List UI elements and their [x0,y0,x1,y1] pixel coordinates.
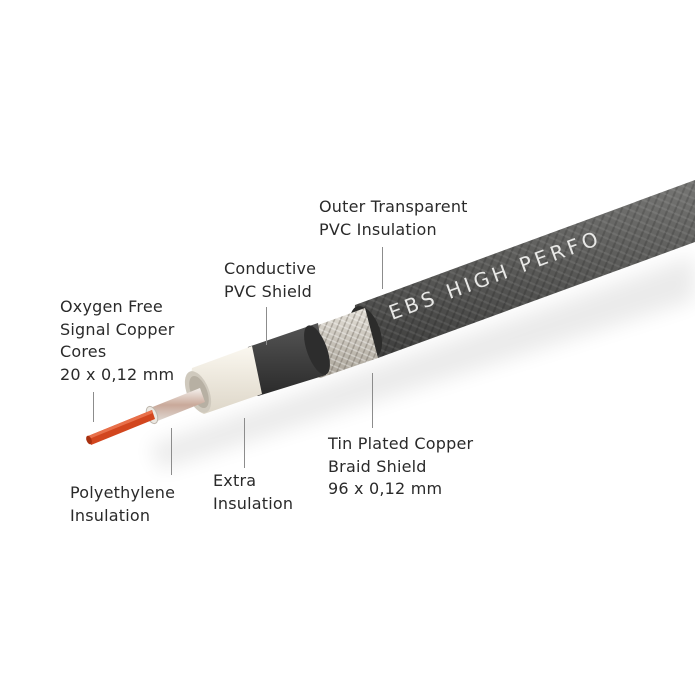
label-line: PVC Shield [224,281,313,301]
label-line: Braid Shield [328,456,427,476]
conductive-shield [244,323,330,396]
label-outer-insulation: Outer Transparent PVC Insulation [319,196,468,241]
label-line: Insulation [213,493,294,513]
label-line: 96 x 0,12 mm [328,479,443,498]
label-polyethylene: Polyethylene Insulation [70,482,175,527]
leader-copper-cores [93,392,94,422]
label-line: Oxygen Free [60,297,163,316]
leader-braid-shield [372,373,373,428]
label-copper-cores: Oxygen Free Signal Copper Cores 20 x 0,1… [60,296,175,386]
label-line: 20 x 0,12 mm [60,364,175,384]
label-line: Insulation [70,505,151,525]
label-line: Tin Plated Copper [328,434,474,453]
leader-outer-insulation [382,247,383,289]
label-line: Cores [60,342,107,361]
label-line: Conductive [224,259,317,278]
cable-shadow [150,255,695,470]
label-line: Outer Transparent [319,197,468,216]
leader-polyethylene [171,428,172,475]
label-extra-insulation: Extra Insulation [213,470,293,515]
leader-extra-insulation [244,418,245,468]
label-line: PVC Insulation [319,219,437,239]
label-braid-shield: Tin Plated Copper Braid Shield 96 x 0,12… [328,433,473,501]
copper-core [86,410,155,445]
label-line: Extra [213,471,257,490]
label-line: Polyethylene [70,483,176,502]
leader-conductive-shield [266,307,267,345]
label-conductive-shield: Conductive PVC Shield [224,258,316,303]
label-line: Signal Copper [60,319,175,339]
